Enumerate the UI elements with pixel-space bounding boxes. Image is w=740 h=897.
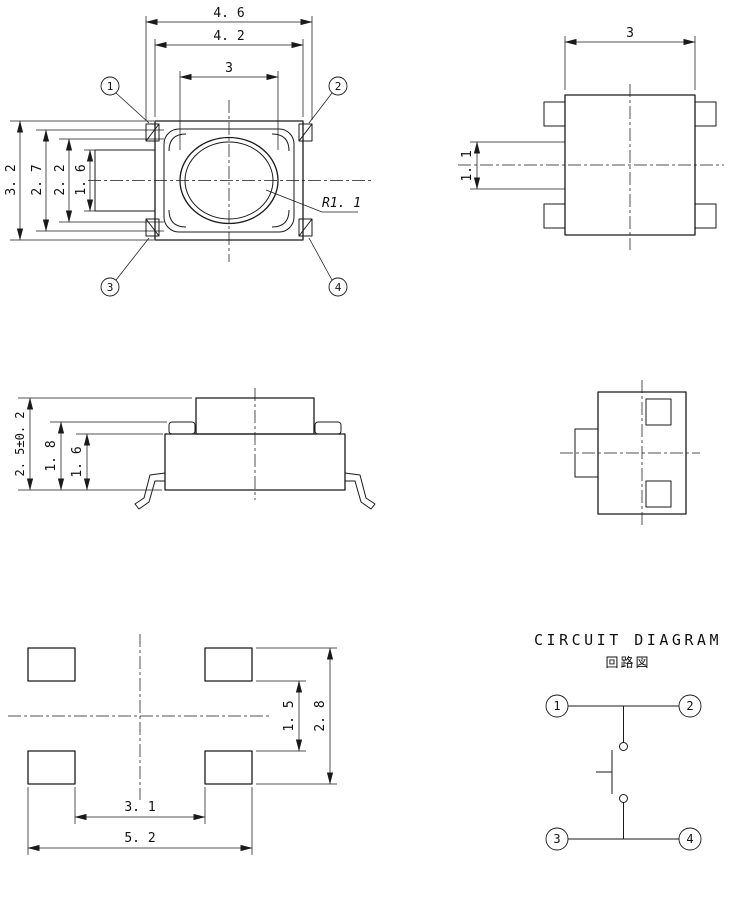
pin-3-number: 3 [107,281,114,294]
dim-pad-gap: 1. 5 [282,700,297,731]
dim-outer-width: 5. 2 [124,831,155,846]
dim-front-1-8: 1. 8 [44,440,59,471]
button-oval [179,136,279,225]
circuit-pin-2-number: 2 [686,699,693,713]
circuit-pin-2: 2 [678,694,702,718]
right-lead [344,472,376,510]
dim-inner-width: 3. 1 [124,800,155,815]
side-view-middle [560,380,700,526]
pin-2-number: 2 [335,80,342,93]
side-view-right-centerlines [458,84,724,250]
circuit-pin-4-number: 4 [686,832,693,846]
circuit-pin-3-number: 3 [553,832,560,846]
circuit-pin-4: 4 [678,827,702,851]
circuit-title: CIRCUIT DIAGRAM [534,631,722,649]
pin-2-callout: 2 [308,76,348,124]
front-view-body [134,397,376,510]
dim-height-2-2: 2. 2 [53,164,68,195]
side-view-middle-centerlines [560,380,700,526]
side-view-right-body [470,94,717,236]
land-pattern-dimensions: 1. 5 2. 8 3. 1 5. 2 [27,647,337,855]
side-view-right-dimensions: 3 1. 1 [460,26,696,190]
dim-front-1-6: 1. 6 [70,446,85,477]
side-view-right: 3 1. 1 [458,26,724,250]
top-view-centerlines [88,100,372,262]
left-lead [134,472,166,510]
circuit-pin-1: 1 [545,694,569,718]
dim-height-2-7: 2. 7 [30,164,45,195]
pin-4-callout: 4 [308,237,348,297]
dim-pad-span: 2. 8 [313,700,328,731]
top-view: 4. 6 4. 2 3 3. 2 2. 7 2. 2 [4,6,372,297]
front-view-dimensions: 2. 5±0. 2 1. 8 1. 6 [13,397,192,491]
pin-4-number: 4 [335,281,342,294]
dim-cover-width: 4. 2 [213,29,244,44]
top-view-dimensions: 4. 6 4. 2 3 3. 2 2. 7 2. 2 [4,6,361,241]
dim-radius: R1. 1 [322,196,361,211]
circuit-wires [568,705,679,840]
front-view: 2. 5±0. 2 1. 8 1. 6 [13,388,376,510]
dim-height-1-6: 1. 6 [74,164,89,195]
land-pattern-view: 1. 5 2. 8 3. 1 5. 2 [8,634,337,855]
dim-button-width: 3 [225,61,233,76]
circuit-diagram: CIRCUIT DIAGRAM 回路図 1 2 3 4 [534,631,722,851]
dim-terminal-width: 1. 1 [460,150,475,181]
side-view-middle-body [574,391,687,515]
switch-symbol [596,742,628,803]
circuit-subtitle: 回路図 [605,655,650,671]
pin-3-callout: 3 [100,237,150,297]
dim-total-height: 2. 5±0. 2 [13,411,27,476]
circuit-pin-3: 3 [545,827,569,851]
dim-overall-width: 4. 6 [213,6,244,21]
circuit-pin-1-number: 1 [553,699,560,713]
switch-body-outline [94,120,313,241]
land-pattern-pads [27,647,253,785]
pin-callouts: 1 2 3 4 [100,76,348,297]
land-pattern-centerlines [8,634,270,800]
pin-1-callout: 1 [100,76,150,124]
dim-overall-height: 3. 2 [4,164,19,195]
pin-1-number: 1 [107,80,114,93]
dim-side-width: 3 [626,26,634,41]
